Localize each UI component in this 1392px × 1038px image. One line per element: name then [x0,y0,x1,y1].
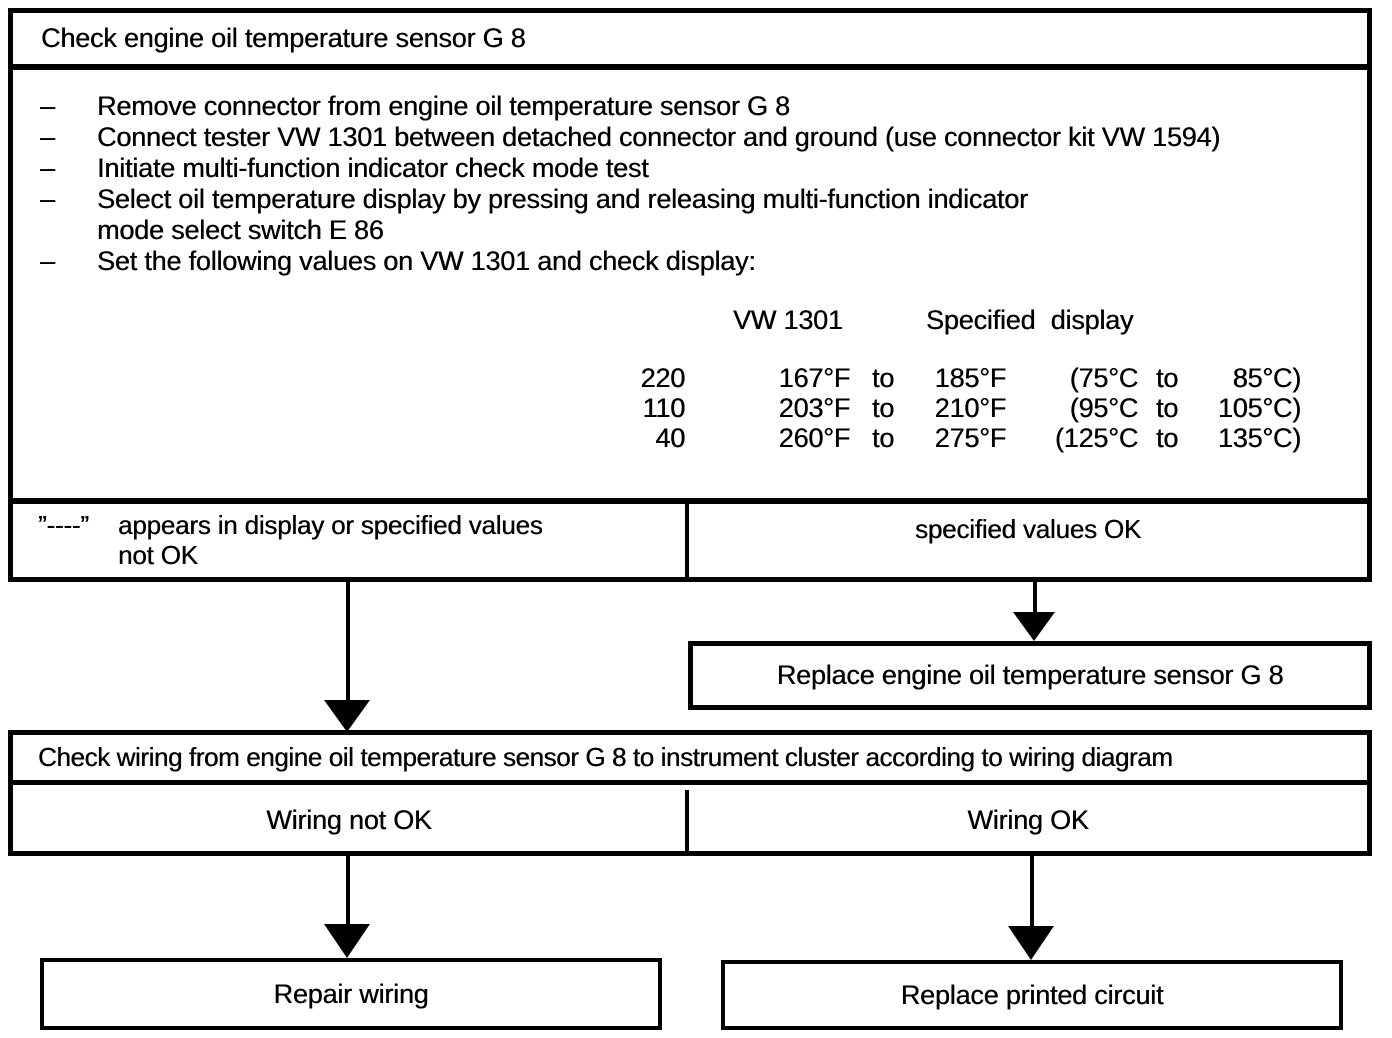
table-cell: 210°F [934,393,1007,423]
table-cell: to [871,393,895,423]
wiring-branch-row: Wiring not OK Wiring OK [13,790,1367,851]
replace-sensor-label: Replace engine oil temperature sensor G … [776,660,1284,690]
page-title: Check engine oil temperature sensor G 8 [41,23,526,53]
table-cell: 275°F [934,423,1007,453]
step-line-continuation: mode select switch E 86 [13,215,1367,246]
step-text: Initiate multi-function indicator check … [97,153,649,183]
check-wiring-box: Check wiring from engine oil temperature… [8,730,1372,856]
wiring-fail-cell: Wiring not OK [13,790,689,851]
table-cell: to [1155,363,1179,393]
step-line: – Select oil temperature display by press… [13,184,1367,215]
step-text: Set the following values on VW 1301 and … [97,246,756,276]
box-header: Check engine oil temperature sensor G 8 [13,13,1367,70]
wiring-pass-text: Wiring OK [967,805,1089,835]
dash-bullet: – [40,246,55,276]
table-cell: (125°C [1054,423,1138,453]
table-cell: (95°C [1069,393,1139,423]
table-cell: 185°F [934,363,1007,393]
arrow-pass-stem [1033,582,1037,614]
arrow-fail-head [324,700,370,732]
table-cell: 135°C) [1217,423,1301,453]
arrow-pass-head [1013,612,1055,641]
replace-printed-circuit-label: Replace printed circuit [900,979,1164,1010]
step-line: – Set the following values on VW 1301 and… [13,246,1367,277]
table-cell: 203°F [778,393,851,423]
repair-wiring-label: Repair wiring [273,978,429,1009]
branch-fail-text: appears in display or specified values [118,510,543,540]
dash-bullet: – [40,91,55,121]
step-text: Remove connector from engine oil tempera… [97,91,790,121]
check-sensor-box: Check engine oil temperature sensor G 8 … [8,8,1372,582]
dash-bullet: – [40,153,55,183]
arrow-wiring-pass-stem [1030,856,1034,928]
table-cell: 220 [640,363,686,393]
step-line: – Connect tester VW 1301 between detached… [13,122,1367,153]
branch-fail-cell: ”----” appears in display or specified va… [13,504,689,577]
step-text: mode select switch E 86 [97,215,384,245]
table-cell: 40 [655,423,685,453]
table-cell: to [871,423,895,453]
repair-wiring-box: Repair wiring [40,958,662,1030]
branch-pass-text: specified values OK [915,514,1141,544]
dash-bullet: – [40,184,55,214]
table-header-specified-display: Specified display [926,305,1134,335]
replace-printed-circuit-box: Replace printed circuit [721,960,1343,1030]
table-cell: 167°F [778,363,851,393]
dash-bullet: – [40,122,55,152]
table-cell: to [1155,423,1179,453]
table-cell: (75°C [1069,363,1139,393]
table-cell: 260°F [778,423,851,453]
branch-pass-cell: specified values OK [689,504,1367,577]
step-text: Select oil temperature display by pressi… [97,184,1028,214]
step-text: Connect tester VW 1301 between detached … [97,122,1221,152]
result-branch-row: ”----” appears in display or specified va… [13,498,1367,577]
check-wiring-title: Check wiring from engine oil temperature… [13,735,1367,785]
arrow-wiring-fail-stem [346,856,350,926]
wiring-pass-cell: Wiring OK [689,790,1367,851]
step-line: – Initiate multi-function indicator check… [13,153,1367,184]
branch-fail-text2: not OK [118,540,198,570]
branch-fail-line1: ”----” appears in display or specified va… [13,510,685,540]
arrow-wiring-fail-head [324,924,370,958]
arrow-wiring-pass-head [1008,926,1054,960]
procedure-steps-list: – Remove connector from engine oil temper… [13,91,1367,277]
table-cell: 85°C) [1232,363,1302,393]
table-cell: 105°C) [1217,393,1301,423]
arrow-fail-stem [346,582,350,702]
table-cell: 110 [642,393,686,423]
table-header-vw1301: VW 1301 [733,305,843,335]
replace-sensor-box: Replace engine oil temperature sensor G … [688,641,1372,710]
table-cell: to [1155,393,1179,423]
display-dashes-code: ”----” [38,510,89,540]
step-line: – Remove connector from engine oil temper… [13,91,1367,122]
table-cell: to [871,363,895,393]
spec-table: 220 167°F to 185°F (75°C to 85°C) 110 20… [600,363,1302,453]
wiring-fail-text: Wiring not OK [266,805,432,835]
